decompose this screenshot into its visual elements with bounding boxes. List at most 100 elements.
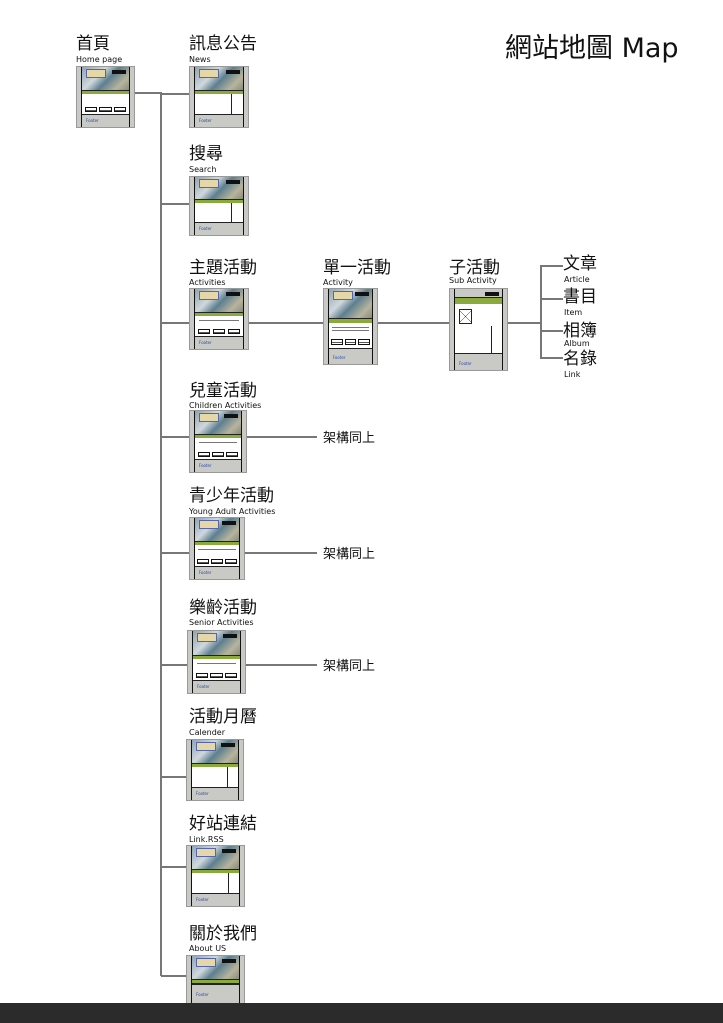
top-nav — [225, 70, 240, 74]
footer-label: Footer — [199, 226, 212, 231]
page-column: Footer — [194, 289, 244, 349]
footer-label: Footer — [199, 340, 212, 345]
logo — [195, 958, 216, 967]
page-column: Footer — [327, 289, 374, 364]
footer-label: Footer — [195, 992, 209, 997]
footer-label: Footer — [195, 791, 209, 796]
connector-line — [247, 436, 317, 438]
page-link-rss-title: 好站連結 — [189, 814, 257, 834]
page-calendar-title: 活動月曆 — [189, 707, 257, 727]
page-young-adult-activities-subtitle: Young Adult Activities — [189, 507, 276, 516]
link-rss-thumbnail[interactable]: Footer — [186, 845, 245, 907]
category-info — [198, 318, 240, 323]
connector-line — [161, 552, 189, 554]
footer-label: Footer — [458, 361, 472, 366]
page-search-subtitle: Search — [189, 165, 217, 174]
content-area — [81, 94, 130, 115]
sub-item-link-subtitle: Link — [564, 370, 581, 379]
content-area — [191, 767, 239, 788]
logo — [195, 848, 216, 857]
header-image — [194, 518, 240, 542]
activity-thumbnail[interactable]: Footer — [323, 288, 378, 365]
page-search-title: 搜尋 — [189, 144, 223, 164]
header-image — [81, 67, 130, 90]
connector-line — [540, 265, 542, 358]
activities-thumbnail[interactable]: Footer — [189, 288, 249, 350]
sidebar — [490, 325, 502, 353]
category-info — [198, 547, 236, 552]
page-activities-title: 主題活動 — [189, 258, 257, 278]
header-image — [195, 177, 243, 200]
home-page-thumbnail[interactable]: Footer — [76, 66, 135, 128]
content-area — [195, 94, 243, 115]
image-placeholder-icon — [458, 308, 473, 325]
content-area — [195, 203, 243, 224]
content-area — [328, 322, 373, 349]
home-subtitle: Home page — [76, 55, 123, 64]
content-boxes — [197, 329, 241, 334]
logo — [198, 413, 219, 422]
logo — [198, 520, 219, 529]
content-boxes — [197, 558, 237, 564]
sub-item-album-subtitle: Album — [564, 339, 590, 348]
sitemap-title: 網站地圖 Map — [505, 33, 679, 64]
connector-line — [540, 298, 563, 300]
page-column: Footer — [190, 846, 241, 906]
logo — [196, 633, 217, 642]
top-nav — [225, 292, 240, 296]
home-title: 首頁 — [76, 34, 110, 54]
top-nav — [223, 634, 238, 638]
header-image — [191, 956, 240, 979]
content-boxes — [84, 107, 127, 112]
page-children-activities-title: 兒童活動 — [189, 381, 257, 401]
content-area — [192, 658, 241, 681]
news-thumbnail[interactable]: Footer — [189, 66, 249, 128]
connector-line — [508, 322, 540, 324]
top-nav — [221, 743, 236, 747]
page-column: Footer — [80, 67, 131, 127]
young-adult-activities-thumbnail[interactable]: Footer — [189, 517, 245, 580]
page-about-us-subtitle: About US — [189, 944, 227, 953]
page-column: Footer — [191, 631, 242, 693]
page-news-subtitle: News — [189, 55, 211, 64]
header-image — [328, 289, 373, 318]
footer-label: Footer — [196, 684, 210, 689]
top-nav — [355, 292, 370, 296]
activity-title: 單一活動 — [323, 258, 391, 278]
footer-label: Footer — [198, 463, 212, 468]
page-column: Footer — [190, 740, 240, 800]
sub-item-item-title: 書目 — [563, 287, 597, 307]
sidebar — [227, 873, 239, 893]
header-image — [191, 846, 240, 869]
activity-subtitle: Activity — [323, 278, 353, 287]
page-news-title: 訊息公告 — [189, 34, 257, 54]
page-column: Footer — [190, 956, 241, 1016]
top-nav — [222, 959, 237, 963]
children-activities-thumbnail[interactable]: Footer — [189, 410, 247, 473]
calendar-thumbnail[interactable]: Footer — [186, 739, 244, 801]
content-area — [195, 316, 243, 337]
sub-activity-thumbnail[interactable]: Footer — [449, 288, 508, 371]
connector-line — [161, 776, 186, 778]
page-young-adult-activities-title: 青少年活動 — [189, 486, 274, 506]
sub-item-album-title: 相簿 — [563, 321, 597, 341]
footer-label: Footer — [85, 118, 99, 123]
connector-line — [161, 322, 189, 324]
senior-activities-thumbnail[interactable]: Footer — [187, 630, 246, 694]
sub-item-article-title: 文章 — [563, 254, 597, 274]
content-area — [194, 438, 242, 460]
top-nav — [112, 70, 127, 74]
logo — [195, 742, 216, 751]
logo — [85, 69, 106, 78]
logo — [199, 291, 220, 300]
top-nav — [485, 292, 500, 296]
content-boxes — [197, 451, 239, 457]
page-calendar-subtitle: Calender — [189, 728, 225, 737]
logo — [199, 69, 220, 78]
main-menu-bar — [191, 978, 240, 985]
content-area — [194, 545, 240, 567]
page-link-rss-subtitle: Link.RSS — [189, 835, 224, 844]
search-thumbnail[interactable]: Footer — [189, 176, 249, 236]
page-column: Footer — [194, 177, 244, 235]
connector-line — [161, 203, 189, 205]
